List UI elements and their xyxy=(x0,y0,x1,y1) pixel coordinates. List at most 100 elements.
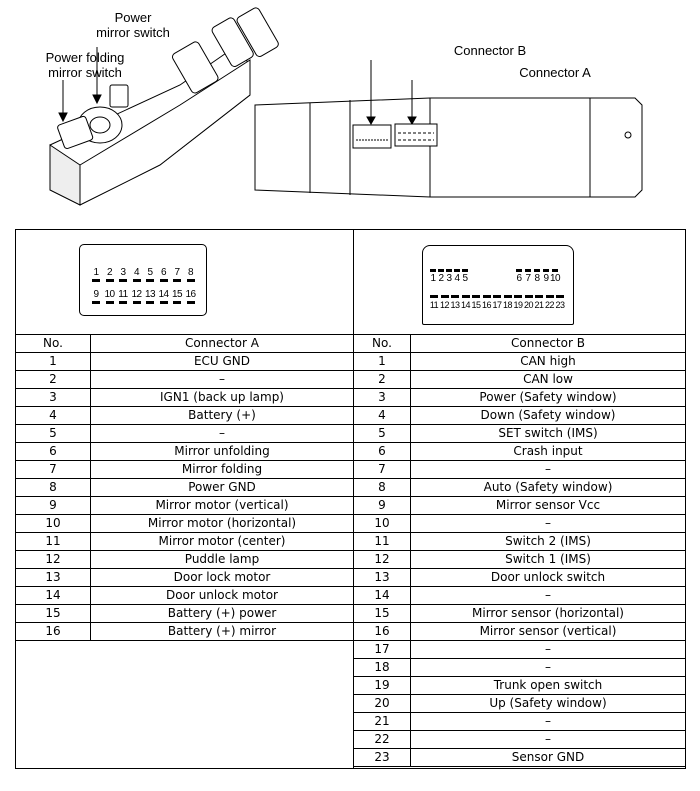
pin-function: Down (Safety window) xyxy=(410,406,686,425)
pin-number: 4 xyxy=(353,406,411,425)
pin-slot xyxy=(451,295,459,298)
pin-slot xyxy=(186,279,195,282)
pin-slot xyxy=(173,301,181,304)
pin-number: 8 xyxy=(15,478,91,497)
pin-slot xyxy=(545,295,554,298)
pin-slot xyxy=(159,301,168,304)
pin-label: 11 xyxy=(429,300,439,310)
pin-function: Door unlock motor xyxy=(90,586,354,605)
pin-function: IGN1 (back up lamp) xyxy=(90,388,354,407)
pin-slot xyxy=(132,279,141,282)
pin-function: – xyxy=(90,370,354,389)
pin-slot xyxy=(516,269,522,272)
pin-label: 1 xyxy=(93,267,99,278)
table-row: 18– xyxy=(353,658,686,677)
pin-number: 20 xyxy=(353,694,411,713)
pin-label: 10 xyxy=(549,273,561,284)
pin-number: 13 xyxy=(15,568,91,587)
pin-label: 4 xyxy=(454,273,460,284)
table-row: 10– xyxy=(353,514,686,533)
pin-label: 15 xyxy=(171,289,183,300)
pin-slot xyxy=(462,269,468,272)
pin-number: 6 xyxy=(15,442,91,461)
pin-label: 8 xyxy=(187,267,194,278)
pin-label: 3 xyxy=(120,267,126,278)
pin-number: 4 xyxy=(15,406,91,425)
pin-function: Power (Safety window) xyxy=(410,388,686,407)
pin-label: 15 xyxy=(471,300,481,310)
pin-label: 10 xyxy=(104,289,115,300)
pin-label: 9 xyxy=(93,289,99,300)
switch-assembly-illustration xyxy=(49,7,279,206)
pin-function: Mirror motor (vertical) xyxy=(90,496,354,515)
pin-number: 13 xyxy=(353,568,411,587)
pin-number: 12 xyxy=(15,550,91,569)
pin-function: Battery (+) xyxy=(90,406,354,425)
pin-number: 21 xyxy=(353,712,411,731)
pin-slot xyxy=(524,295,533,298)
table-row: 22– xyxy=(353,730,686,749)
pin-slot xyxy=(534,269,540,272)
pin-function: Mirror unfolding xyxy=(90,442,354,461)
pin-slot xyxy=(535,295,543,298)
pin-number: 7 xyxy=(15,460,91,479)
pin-label: 12 xyxy=(131,289,142,300)
column-header: Connector B xyxy=(410,334,686,353)
pin-slot xyxy=(159,279,168,282)
table-row: 17– xyxy=(353,640,686,659)
pin-slot xyxy=(430,269,436,272)
pin-function: Crash input xyxy=(410,442,686,461)
pin-number: 8 xyxy=(353,478,411,497)
pin-number: 11 xyxy=(353,532,411,551)
pin-label: 5 xyxy=(462,273,468,284)
table-row: 5– xyxy=(15,424,354,443)
table-row: 2– xyxy=(15,370,354,389)
pin-label: 4 xyxy=(133,267,140,278)
pin-slot xyxy=(186,301,195,304)
pin-function: CAN high xyxy=(410,352,686,371)
label-power-mirror-switch: Power mirror switch xyxy=(96,10,170,40)
pin-function: SET switch (IMS) xyxy=(410,424,686,443)
label-power-folding-mirror-switch: Power folding mirror switch xyxy=(45,50,125,80)
pin-number: 12 xyxy=(353,550,411,569)
pin-label: 9 xyxy=(543,273,549,284)
pin-function: Power GND xyxy=(90,478,354,497)
pin-slot xyxy=(556,295,564,298)
pin-number: 16 xyxy=(353,622,411,641)
pin-function: – xyxy=(410,658,686,677)
pin-number: 9 xyxy=(353,496,411,515)
pin-number: 18 xyxy=(353,658,411,677)
pin-function: Mirror motor (center) xyxy=(90,532,354,551)
pin-function: Puddle lamp xyxy=(90,550,354,569)
table-row: 21– xyxy=(353,712,686,731)
pin-function: ECU GND xyxy=(90,352,354,371)
pin-number: 14 xyxy=(15,586,91,605)
pin-label: 5 xyxy=(147,267,153,278)
pin-label: 23 xyxy=(555,300,565,310)
pin-label: 1 xyxy=(430,273,436,284)
pin-label: 7 xyxy=(525,273,531,284)
pin-label: 8 xyxy=(534,273,540,284)
pin-function: – xyxy=(410,514,686,533)
pin-function: – xyxy=(410,460,686,479)
pin-number: 5 xyxy=(15,424,91,443)
pin-function: Trunk open switch xyxy=(410,676,686,695)
pin-label: 2 xyxy=(438,273,444,284)
pin-label: 12 xyxy=(439,300,450,310)
